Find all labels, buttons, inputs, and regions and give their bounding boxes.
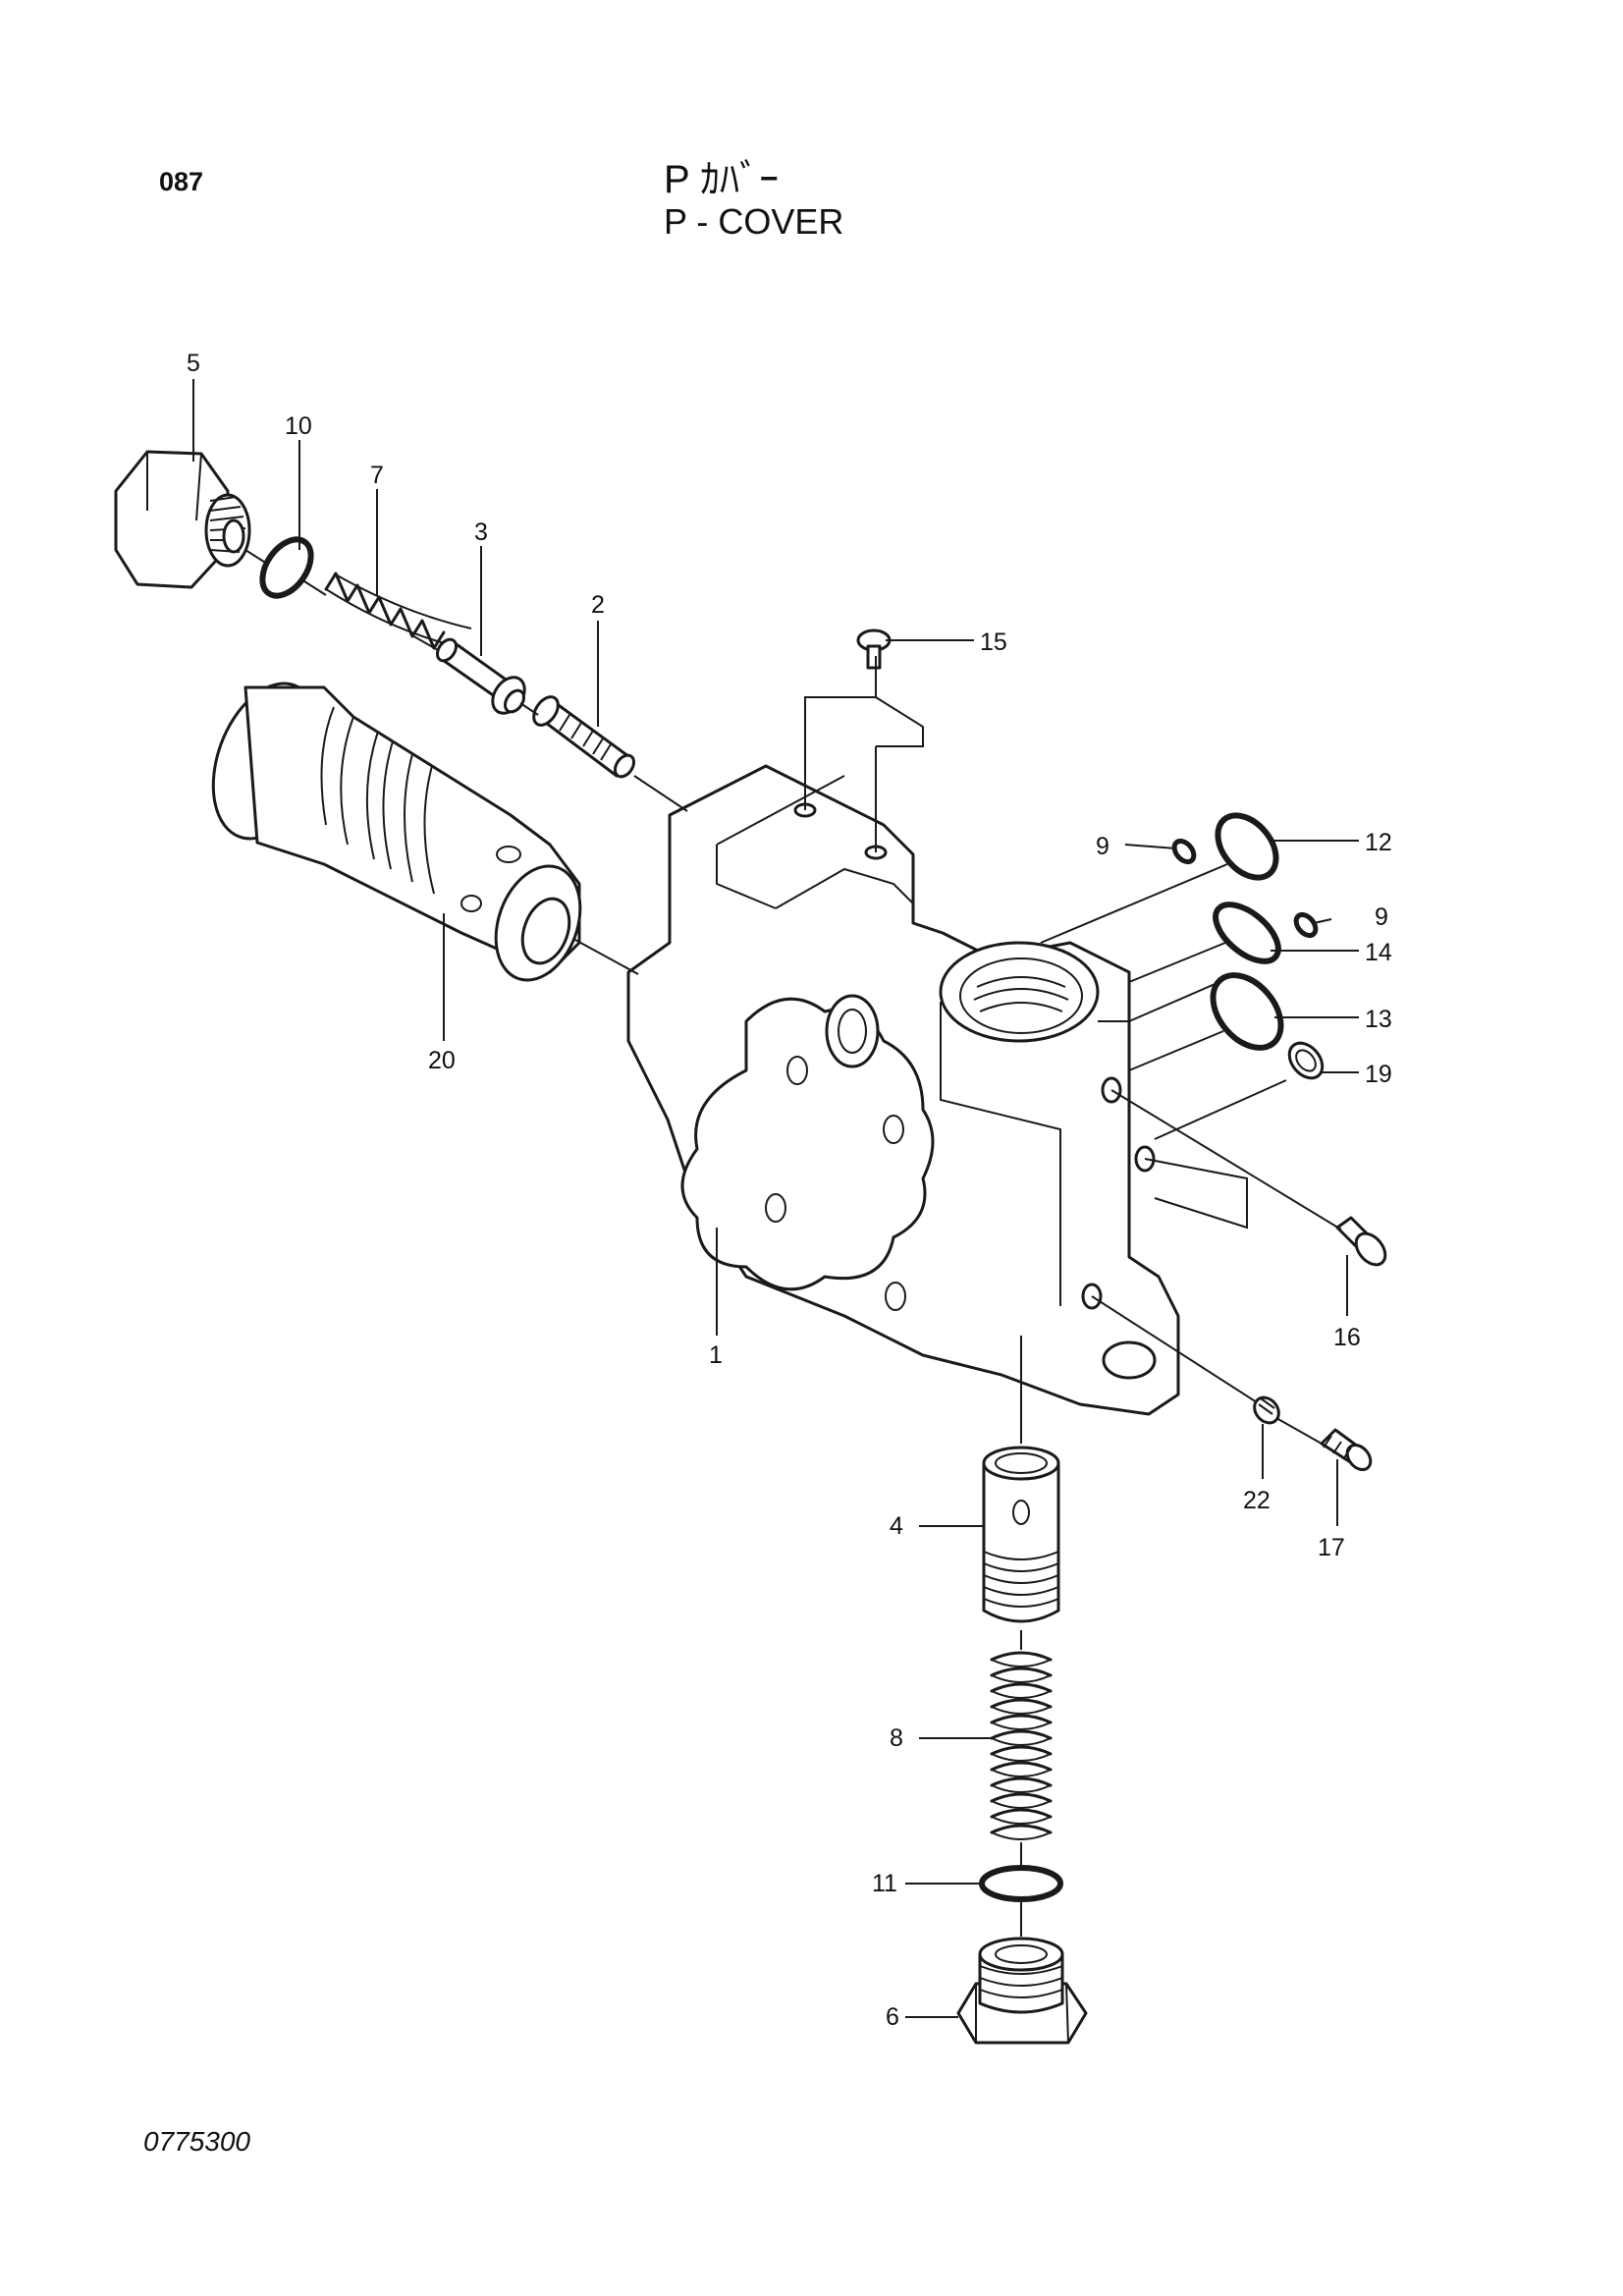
callout-12: 12 [1365, 829, 1392, 856]
part-9-o-ring-small-b [1293, 911, 1319, 939]
title-japanese: P ｶﾊﾞｰ [664, 158, 780, 201]
callout-labels: 5 10 7 3 2 15 9 12 9 14 13 19 16 22 17 2… [187, 350, 1392, 2031]
callout-8: 8 [890, 1724, 903, 1752]
drawing-number: 0775300 [143, 2126, 251, 2157]
page-number: 087 [159, 167, 204, 196]
callout-1: 1 [709, 1341, 723, 1369]
callout-22: 22 [1243, 1487, 1271, 1514]
callout-9-a: 9 [1096, 833, 1109, 860]
part-2-poppet [532, 695, 636, 779]
part-7-spring [324, 572, 472, 650]
part-11-o-ring [979, 1865, 1063, 1902]
part-8-spring [990, 1651, 1053, 1840]
callout-3: 3 [474, 519, 488, 546]
part-13-o-ring [1210, 972, 1284, 1051]
callout-19: 19 [1365, 1061, 1392, 1088]
callout-6: 6 [886, 2003, 899, 2031]
part-16-screw [1335, 1216, 1387, 1267]
callout-5: 5 [187, 350, 200, 377]
callout-11: 11 [872, 1870, 897, 1897]
callout-10: 10 [285, 412, 312, 440]
part-6-hex-plug [956, 1937, 1088, 2045]
part-14-o-ring-oval [1213, 902, 1281, 964]
callout-2: 2 [591, 591, 605, 619]
part-3-plunger [435, 637, 526, 715]
callout-4: 4 [890, 1512, 903, 1540]
callout-9-b: 9 [1375, 903, 1388, 931]
callout-20: 20 [428, 1047, 456, 1074]
part-15-screw [856, 629, 892, 670]
part-9-o-ring-small-a [1171, 838, 1197, 865]
callout-7: 7 [370, 462, 384, 489]
callout-16: 16 [1333, 1324, 1361, 1351]
part-20-cartridge [211, 682, 582, 982]
part-4-sleeve [982, 1446, 1060, 1623]
part-12-o-ring [1215, 812, 1279, 881]
part-5-hex-plug [114, 450, 251, 589]
callout-15: 15 [980, 629, 1007, 656]
part-10-o-ring [259, 536, 314, 599]
part-22-plug [1253, 1395, 1280, 1425]
part-19-washer [1287, 1041, 1325, 1080]
callout-17: 17 [1318, 1534, 1345, 1561]
callout-14: 14 [1365, 939, 1392, 966]
part-17-plug [1320, 1428, 1373, 1472]
callout-leaders [192, 379, 1359, 2018]
assembly-lines [244, 549, 1342, 1937]
part-1-cover-body [626, 764, 1180, 1416]
callout-13: 13 [1365, 1006, 1392, 1033]
title-english: P - COVER [664, 201, 844, 242]
